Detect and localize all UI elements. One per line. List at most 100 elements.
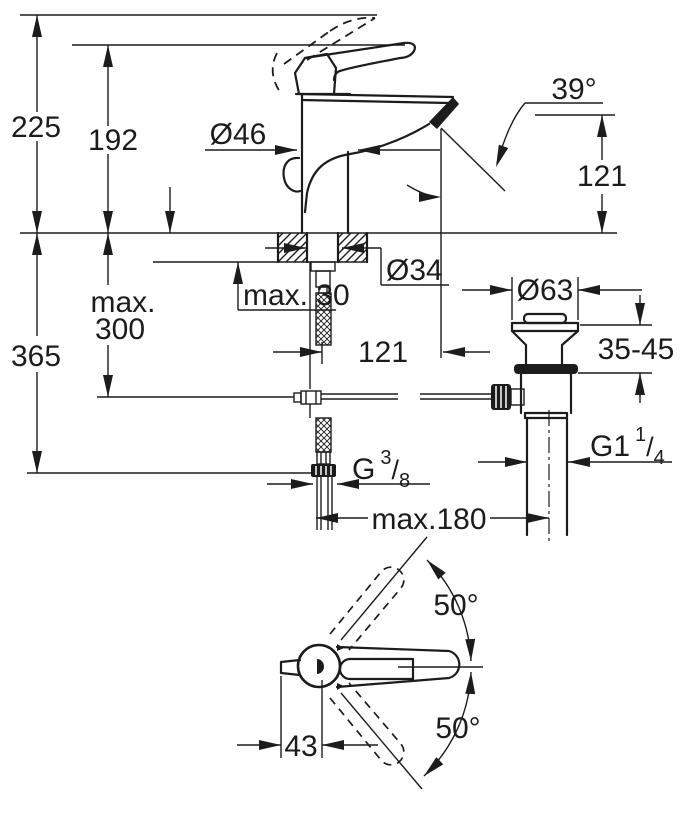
dim-rod-max300: max. 300 (90, 233, 294, 398)
supply-tube (316, 477, 333, 530)
dim-deck-max30: max. 30 (165, 187, 350, 312)
arrowhead (465, 671, 476, 695)
dim-shank-diameter: Ø34 (265, 243, 449, 287)
pull-rod-hook (282, 156, 302, 193)
dim-label-d34: Ø34 (386, 254, 443, 287)
pull-rod-tee (293, 390, 322, 405)
arrowhead (316, 513, 338, 523)
dim-label-43: 43 (284, 730, 317, 763)
dim-label-max30: max. 30 (243, 279, 350, 312)
dim-label-d63: Ø63 (517, 274, 574, 307)
dim-label-300: 300 (95, 313, 145, 346)
handle-pivot-dot (317, 659, 325, 674)
arrowhead (165, 211, 175, 233)
waste-taper (510, 329, 580, 366)
arrowhead (443, 347, 465, 357)
hose-fitting (316, 451, 331, 465)
arrowhead (358, 145, 380, 155)
dim-outlet-height-121: 121 (577, 115, 627, 233)
top-view-handle: 50° 50° 43 (237, 536, 483, 790)
dim-clamp-35-45: 35-45 (578, 295, 674, 403)
lever-joint-tick-bottom (337, 683, 344, 690)
dim-label-max180: max.180 (371, 503, 486, 536)
arrowhead (420, 757, 444, 780)
supply-assembly (293, 261, 493, 530)
arrowhead (275, 145, 297, 155)
spout-stub-topview (279, 658, 302, 677)
arrowhead (32, 211, 42, 233)
side-view-faucet (271, 16, 506, 235)
dim-label-50-down: 50° (435, 712, 480, 745)
arrowhead (578, 285, 600, 295)
arrowhead (103, 233, 113, 255)
supply-hose-lower (315, 417, 332, 453)
dim-label-192: 192 (88, 124, 138, 157)
arrowhead (32, 233, 42, 255)
arrowhead (568, 457, 590, 467)
arrowhead (635, 373, 645, 395)
handle-lever-slot (338, 657, 415, 681)
dim-label-d46: Ø46 (210, 118, 267, 151)
dim-label-225: 225 (11, 111, 61, 144)
swivel-line-down (340, 692, 423, 790)
arrowhead (597, 211, 607, 233)
arrowhead (300, 347, 322, 357)
dim-spout-angle: 39° (491, 73, 615, 169)
dim-label-50-up: 50° (433, 589, 478, 622)
dim-label-max: max. (90, 286, 155, 319)
lever-joint-tick-top (337, 644, 344, 651)
arrowhead (322, 740, 344, 750)
handle-dashed-up (329, 566, 405, 651)
handle-lever-topview (335, 645, 461, 689)
arrowhead (597, 115, 607, 137)
waste-body (519, 372, 573, 420)
arrowhead (32, 15, 42, 37)
arrowhead (491, 144, 509, 169)
handle-dashed-down (329, 682, 405, 766)
spout-aerator (429, 97, 459, 129)
dim-flange-d63: Ø63 (462, 274, 642, 320)
dim-label-121h: 121 (358, 336, 408, 369)
arrowhead (505, 457, 527, 467)
arrowhead (342, 243, 364, 253)
dim-hose-365: 365 (11, 233, 313, 474)
dim-waste-offset-max180: max.180 (316, 503, 549, 536)
arrowhead (419, 192, 441, 202)
waste-knob-ribs (495, 386, 507, 408)
drain-assembly (491, 312, 580, 542)
handle-raised-dashed (271, 16, 376, 93)
handle-solid (293, 41, 416, 96)
waste-knob-stub (510, 388, 525, 406)
dim-label-35-45: 35-45 (598, 333, 675, 366)
dim-label-39deg: 39° (551, 73, 596, 106)
dim-height-225: 225 (11, 14, 377, 233)
arrowhead (465, 638, 476, 662)
arrowhead (423, 556, 446, 580)
dim-label-121v: 121 (577, 160, 627, 193)
arrowhead (103, 211, 113, 233)
arrowhead (233, 262, 243, 284)
swivel-line-up (340, 536, 428, 641)
dim-label-365: 365 (11, 340, 61, 373)
supply-nut-ribs (315, 466, 332, 475)
jet-direction-line (440, 127, 506, 192)
dim-handle-offset-43: 43 (237, 676, 378, 763)
arrowhead (259, 740, 281, 750)
waste-cap-dome (522, 312, 568, 325)
arrowhead (291, 479, 313, 489)
arrowhead (490, 285, 512, 295)
waste-gasket (514, 364, 578, 374)
supply-hose-upper (315, 292, 332, 346)
waste-flange (510, 321, 580, 333)
mounting-shank (310, 261, 336, 294)
pull-rod-horizontal (321, 393, 493, 400)
arrowhead (32, 451, 42, 473)
dim-body-diameter: Ø46 (205, 118, 440, 155)
dim-spout-reach-121: 121 (273, 129, 490, 369)
